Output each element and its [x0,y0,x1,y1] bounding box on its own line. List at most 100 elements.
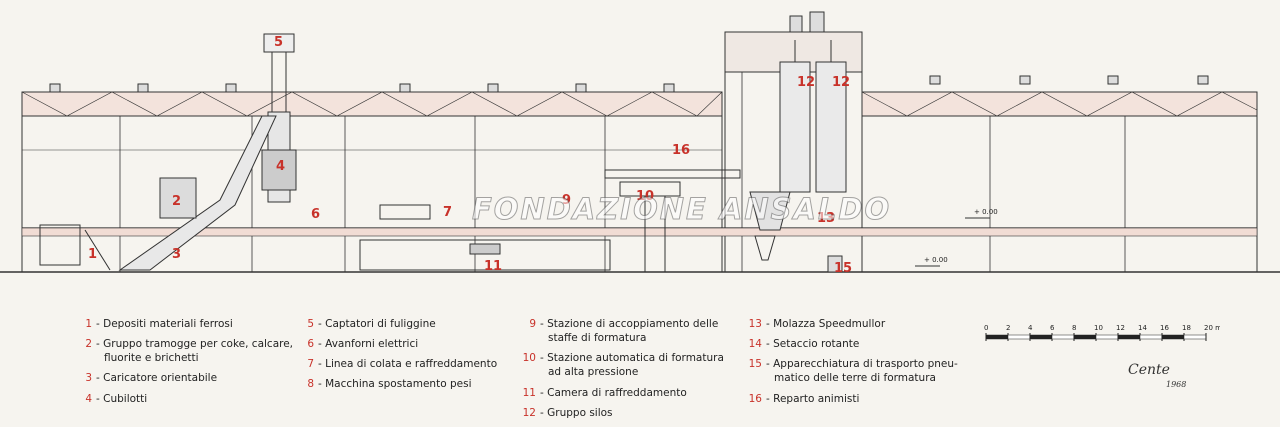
legend-number: 11 [522,386,536,399]
legend-text: - Apparecchiatura di trasporto pneu- [766,358,958,371]
diagram-marker: 4 [276,159,285,174]
legend-number: 7 [307,358,314,371]
diagram-marker: 12 [797,75,815,90]
legend-item: 3 - Caricatore orientabile [70,372,293,385]
legend-number: 12 [522,406,536,419]
scale-tick-label: 16 [1160,324,1169,332]
scale-tick-label: 2 [1006,324,1010,332]
legend-text: - Linea di colata e raffreddamento [318,358,498,371]
legend-number: 13 [748,318,762,330]
legend-column-1: 1 - Depositi materiali ferrosi 2 - Gruppo t… [70,318,293,413]
scale-tick-label: 12 [1116,324,1125,332]
legend-number: 6 [307,338,314,351]
scale-tick-label: 18 [1182,324,1191,332]
legend-text: - Avanforni elettrici [318,338,419,351]
scale-segment [1161,334,1185,340]
legend-number [70,352,92,365]
diagram-marker: 10 [636,189,654,204]
legend-item: 2 - Gruppo tramogge per coke, calcare, [70,338,293,351]
legend-item: staffe di formatura [514,332,724,345]
legend-text: - Camera di raffreddamento [540,386,687,399]
legend-number [514,366,536,379]
scale-segment [1117,334,1141,340]
legend-number: 5 [307,318,314,330]
legend-item: 9 - Stazione di accoppiamento delle [514,318,724,331]
diagram-marker: 9 [562,193,571,208]
legend-number: 14 [748,338,762,351]
signature: Cente [1128,362,1170,378]
legend-text: matico delle terre di formatura [774,372,936,385]
legend-number: 9 [529,318,536,330]
legend-item: fluorite e brichetti [70,352,293,365]
legend-number: 15 [748,358,762,371]
scale-segment [1183,334,1207,340]
scale-tick-label: 14 [1138,324,1147,332]
diagram-marker: 6 [311,207,320,222]
diagram-marker: 1 [88,247,97,262]
legend-item: 7 - Linea di colata e raffreddamento [292,358,497,371]
legend-column-4: 13 - Molazza Speedmullor 14 - Setaccio rota… [740,318,958,413]
legend-item: 5 - Captatori di fuliggine [292,318,497,331]
legend-number: 10 [522,352,536,365]
legend-item: 16- Reparto animisti [740,393,958,406]
scale-segment [1139,334,1163,340]
scale-segment [1095,334,1119,340]
legend-item: 6 - Avanforni elettrici [292,338,497,351]
legend-number: 16 [748,392,762,405]
legend-text: fluorite e brichetti [104,352,199,365]
legend-column-2: 5 - Captatori di fuliggine 6 - Avanforni el… [292,318,497,399]
legend-number: 4 [85,392,92,405]
legend-text: - Setaccio rotante [766,338,860,351]
legend-item: 1 - Depositi materiali ferrosi [70,318,293,331]
legend-item: 13 - Molazza Speedmullor [740,318,958,331]
diagram-marker: 16 [672,143,690,158]
scale-tick-label: 6 [1050,324,1055,332]
level-mark-upper: + 0.00 [974,208,998,216]
diagram-marker: 3 [172,247,181,262]
legend-item: 10 - Stazione automatica di formatura [514,352,724,365]
scale-segment [1007,334,1031,340]
scale-segment [1051,334,1075,340]
legend-number: 3 [85,372,92,385]
legend-item: 11 - Camera di raffreddamento [514,387,724,400]
scale-segment [1029,334,1053,340]
legend-text: - Macchina spostamento pesi [318,378,472,391]
diagram-marker: 13 [817,211,835,226]
legend-text: - Stazione di accoppiamento delle [540,318,719,330]
legend-text: - Caricatore orientabile [96,372,218,385]
legend-text: - Stazione automatica di formatura [540,352,724,365]
legend-item: 4 - Cubilotti [70,393,293,406]
legend-item: 15 - Apparecchiatura di trasporto pneu- [740,358,958,371]
scale-tick-label: 0 [984,324,988,332]
legend-number [514,332,536,345]
scale-tick-label: 20 m [1204,324,1220,332]
diagram-marker: 7 [443,205,452,220]
scale-bar: 0 2 4 6 8 10 12 14 16 18 20 m [984,324,1220,341]
legend-number: 8 [307,378,314,391]
legend-text: - Captatori di fuliggine [318,318,436,330]
diagram-marker: 11 [484,259,502,274]
scale-segment [1073,334,1097,340]
legend-number: 1 [85,318,92,330]
legend-text: - Depositi materiali ferrosi [96,318,233,330]
legend-item: ad alta pressione [514,366,724,379]
legend-text: - Molazza Speedmullor [766,318,886,330]
scale-tick-label: 8 [1072,324,1076,332]
legend-number: 2 [85,338,92,351]
diagram-marker: 2 [172,194,181,209]
legend-text: - Gruppo tramogge per coke, calcare, [96,338,294,351]
legend-item: 12 - Gruppo silos [514,407,724,420]
diagram-marker: 5 [274,35,283,50]
level-mark-lower: + 0.00 [924,256,948,264]
legend-text: - Gruppo silos [540,406,613,419]
legend-text: - Cubilotti [96,392,148,405]
signature-year: 1968 [1166,380,1187,389]
legend-column-3: 9 - Stazione di accoppiamento delle staffe… [514,318,724,427]
diagram-marker: 15 [834,261,852,276]
scale-tick-label: 10 [1094,324,1103,332]
scale-tick-label: 4 [1028,324,1033,332]
legend-item: 8 - Macchina spostamento pesi [292,378,497,391]
diagram-marker: 12 [832,75,850,90]
